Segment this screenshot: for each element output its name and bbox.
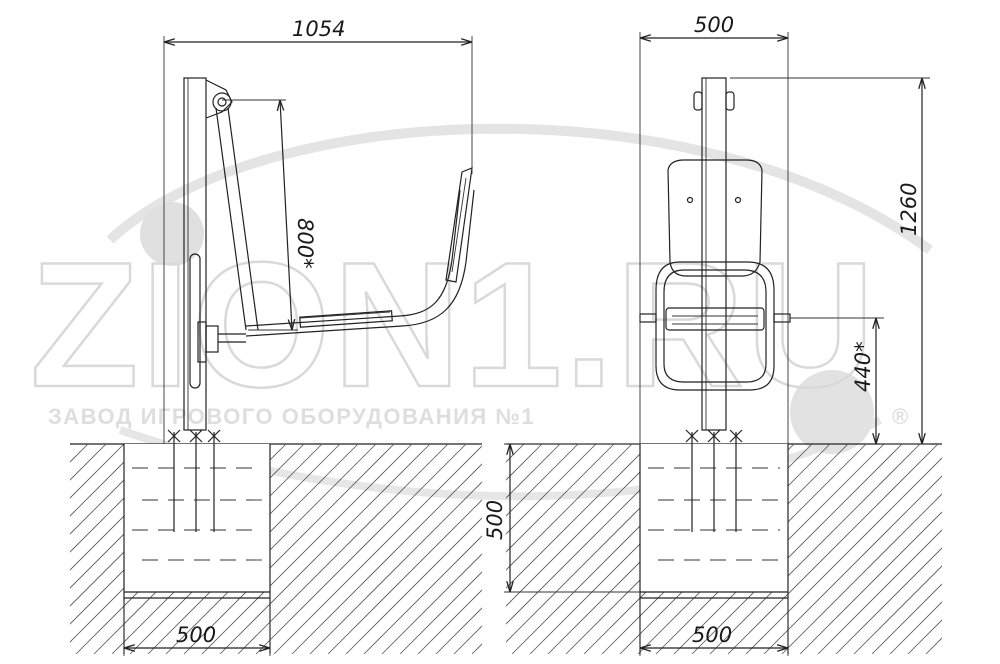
- dimension-front-foundation-width: 500: [639, 600, 789, 656]
- soil-hatch-line: [889, 601, 942, 654]
- soil-hatch-line: [506, 444, 579, 517]
- front-view-machine: [639, 77, 791, 431]
- soil-hatch-line: [709, 444, 921, 654]
- dimension-front-width: 500: [639, 13, 789, 444]
- dimension-front-foundation-depth: 500: [483, 443, 640, 593]
- soil-hatch-line: [962, 444, 1000, 654]
- soil-hatch-line: [817, 529, 942, 654]
- soil-hatch-line: [506, 444, 651, 589]
- soil-hatch-line: [506, 444, 597, 535]
- soil-hatch-line: [309, 481, 482, 654]
- soil-hatch-line: [506, 444, 633, 571]
- soil-hatch-line: [853, 565, 942, 654]
- dimension-front-seat-height: 440*: [790, 317, 884, 444]
- soil-hatch-line: [745, 457, 942, 654]
- label-front-foundation-depth: 500: [483, 500, 507, 540]
- soil-hatch-line: [255, 444, 467, 654]
- soil-hatch-line: [506, 444, 525, 463]
- soil-hatch-line: [944, 444, 1000, 654]
- soil-hatch-line: [727, 444, 939, 654]
- soil-hatch-right: [506, 444, 1000, 654]
- soil-hatch-line: [70, 444, 143, 517]
- dimension-side-width: 1054: [163, 17, 473, 444]
- watermark: ZION1.RU ЗАВОД ИГРОВОГО ОБОРУДОВАНИЯ №1 …: [29, 123, 933, 501]
- label-side-foundation: 500: [176, 623, 216, 647]
- soil-hatch-line: [201, 444, 413, 654]
- label-front-width: 500: [694, 13, 734, 37]
- soil-hatch-line: [691, 444, 903, 654]
- soil-hatch-line: [417, 589, 482, 654]
- soil-hatch-line: [327, 499, 482, 654]
- soil-hatch-line: [506, 444, 615, 553]
- label-front-foundation-width: 500: [692, 623, 732, 647]
- soil-hatch-line: [799, 511, 942, 654]
- soil-hatch-line: [506, 444, 507, 445]
- soil-hatch-line: [70, 444, 71, 445]
- soil-hatch-line: [399, 571, 482, 654]
- soil-hatch-line: [363, 535, 482, 654]
- dimension-front-height: 1260: [730, 77, 930, 445]
- soil-hatch-line: [165, 444, 377, 654]
- soil-hatch-line: [219, 444, 431, 654]
- soil-hatch-line: [835, 547, 942, 654]
- side-view-machine: [183, 77, 475, 431]
- soil-hatch-line: [506, 444, 669, 607]
- soil-hatch-left: [70, 444, 482, 654]
- watermark-logo: ZION1.RU: [30, 225, 877, 424]
- soil-hatch-line: [763, 475, 942, 654]
- watermark-swoosh: [106, 123, 933, 255]
- soil-hatch-line: [291, 463, 482, 654]
- soil-hatch-line: [871, 583, 942, 654]
- dimension-side-foundation: 500: [123, 600, 271, 656]
- soil-hatch-line: [183, 444, 395, 654]
- dimension-side-pivot: 800*: [222, 99, 317, 331]
- soil-hatch-line: [435, 607, 482, 654]
- label-side-pivot: 800*: [293, 218, 317, 269]
- soil-hatch-line: [381, 553, 482, 654]
- soil-hatch-line: [237, 444, 449, 654]
- label-front-seat-height: 440*: [851, 341, 875, 392]
- label-side-width: 1054: [292, 17, 345, 41]
- soil-hatch-line: [70, 444, 107, 481]
- soil-hatch-line: [781, 493, 942, 654]
- soil-hatch-line: [273, 445, 482, 654]
- soil-hatch-line: [453, 625, 482, 654]
- soil-hatch-line: [345, 517, 482, 654]
- soil-hatch-line: [70, 444, 125, 499]
- soil-hatch-line: [925, 637, 942, 654]
- soil-hatch-line: [506, 444, 561, 499]
- label-front-height: 1260: [897, 183, 921, 236]
- watermark-dot-right: [790, 370, 874, 454]
- watermark-registered-mark: ®: [892, 404, 910, 429]
- soil-hatch-line: [980, 444, 1000, 654]
- watermark-company-line: ЗАВОД ИГРОВОГО ОБОРУДОВАНИЯ №1: [48, 404, 535, 429]
